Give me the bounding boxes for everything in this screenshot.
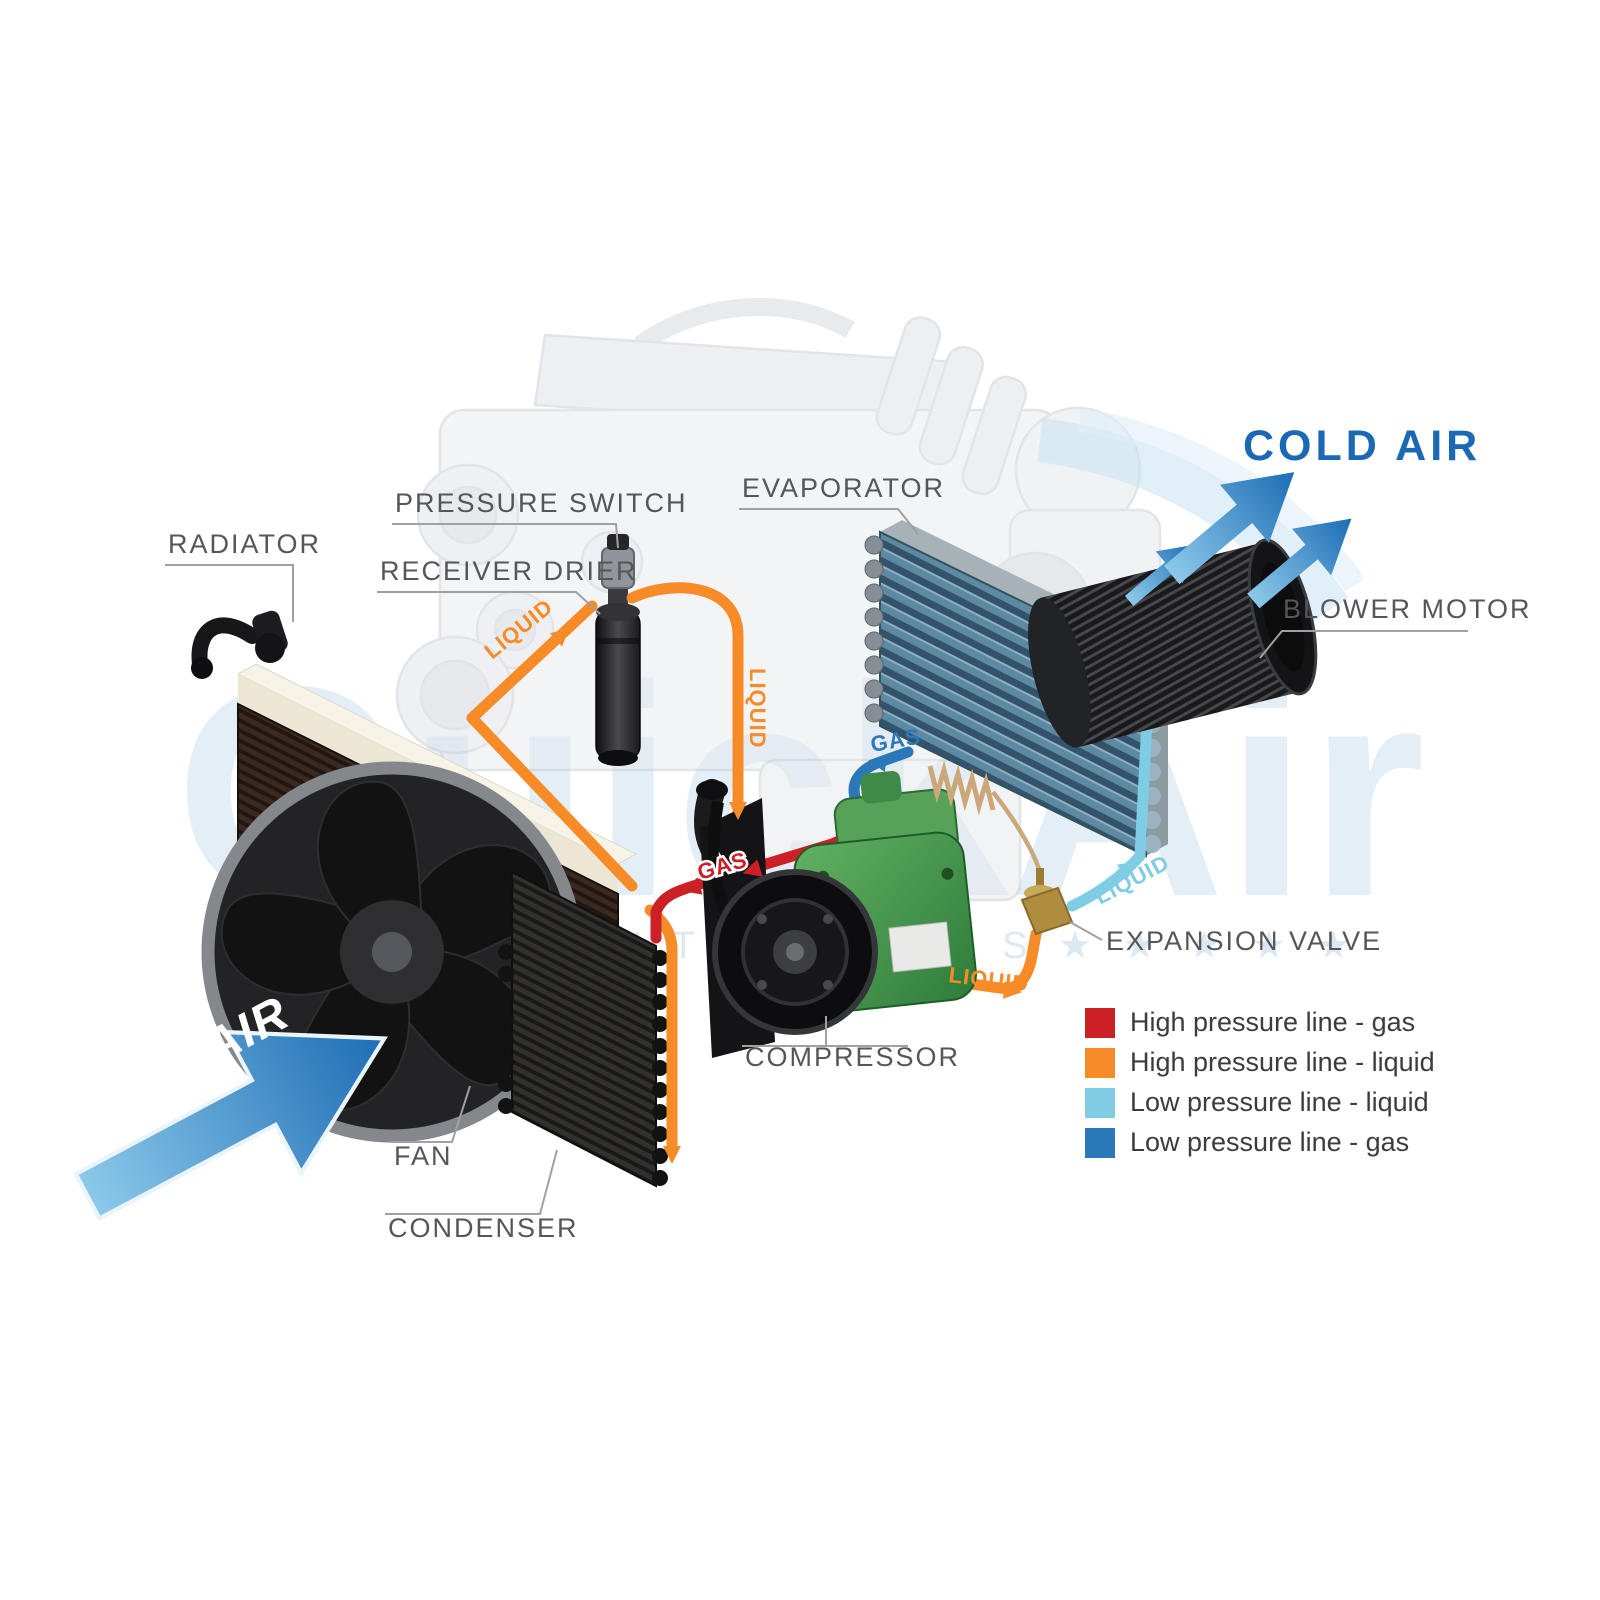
- radiator-hose: [191, 617, 260, 672]
- receiver-drier: [595, 586, 641, 766]
- compressor-spec-plate: [888, 921, 952, 973]
- legend-label-hp-gas: High pressure line - gas: [1130, 1007, 1415, 1037]
- legend-item-lp-gas: Low pressure line - gas: [1085, 1127, 1409, 1158]
- legend-swatch-hp-gas: [1085, 1008, 1115, 1038]
- capillary-coil: [927, 760, 996, 816]
- evaporator-label: EVAPORATOR: [742, 473, 945, 503]
- label-liquid-drop: LIQUID: [745, 668, 770, 749]
- expansion-valve-label: EXPANSION VALVE: [1106, 926, 1382, 956]
- compressor-pulley: [712, 869, 878, 1035]
- condenser-serpentine-left: [498, 878, 514, 1114]
- expansion-valve: [927, 760, 1074, 936]
- legend-swatch-lp-gas: [1085, 1128, 1115, 1158]
- fan-label: FAN: [394, 1141, 453, 1171]
- legend-swatch-lp-liquid: [1085, 1088, 1115, 1118]
- condenser: [498, 870, 668, 1188]
- legend-item-lp-liquid: Low pressure line - liquid: [1085, 1087, 1429, 1118]
- leader-lines: [165, 508, 1468, 1215]
- radiator-label: RADIATOR: [168, 529, 321, 559]
- legend-swatch-hp-liquid: [1085, 1048, 1115, 1078]
- component-labels: RADIATOR PRESSURE SWITCH RECEIVER DRIER …: [168, 473, 1532, 1243]
- blower-motor-label: BLOWER MOTOR: [1283, 594, 1532, 624]
- legend: High pressure line - gas High pressure l…: [1085, 1007, 1435, 1158]
- cold-air-label: COLD AIR: [1243, 422, 1481, 470]
- receiver-drier-label: RECEIVER DRIER: [380, 556, 638, 586]
- legend-label-lp-gas: Low pressure line - gas: [1130, 1127, 1409, 1157]
- compressor-label: COMPRESSOR: [745, 1042, 960, 1072]
- legend-item-hp-liquid: High pressure line - liquid: [1085, 1047, 1435, 1078]
- legend-label-hp-liquid: High pressure line - liquid: [1130, 1047, 1435, 1077]
- evaporator-serpentine-left: [864, 535, 884, 723]
- pipe-hp-liquid-condenser-to-drier: [466, 600, 638, 892]
- condenser-label: CONDENSER: [388, 1213, 579, 1243]
- legend-label-lp-liquid: Low pressure line - liquid: [1130, 1087, 1429, 1117]
- pressure-switch-label: PRESSURE SWITCH: [395, 488, 688, 518]
- condenser-serpentine-right: [652, 950, 668, 1186]
- legend-item-hp-gas: High pressure line - gas: [1085, 1007, 1415, 1038]
